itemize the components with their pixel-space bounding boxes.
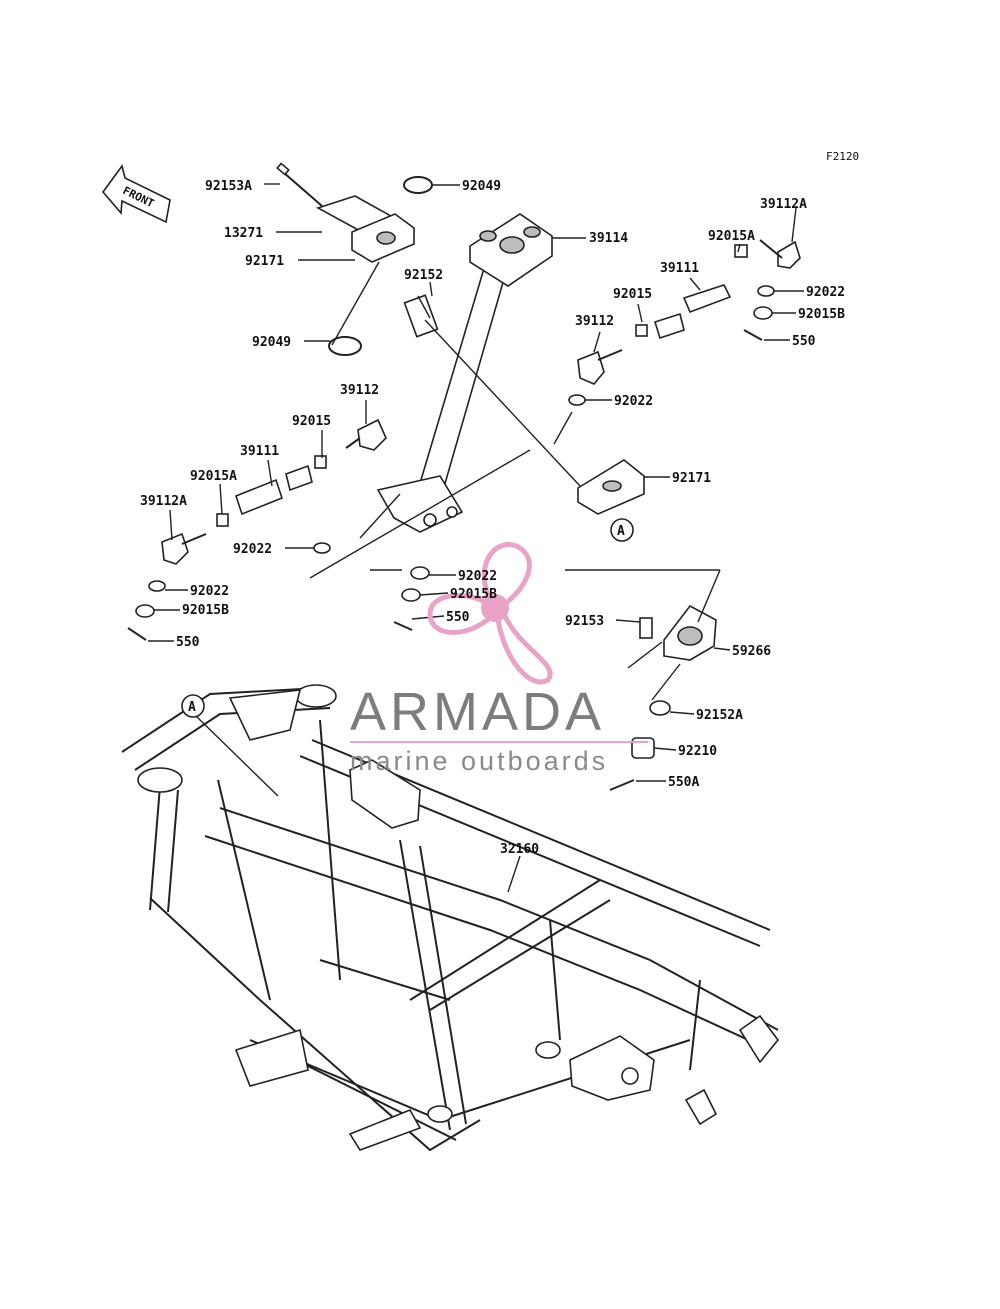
callout-a-frame: A [181, 694, 205, 718]
watermark-tagline: marine outboards [350, 746, 608, 776]
label-92015-right: 92015 [613, 287, 652, 302]
label-92049-upper: 92049 [462, 179, 501, 194]
label-92015B-center: 92015B [450, 587, 497, 602]
label-39111-right: 39111 [660, 261, 699, 276]
label-39114: 39114 [589, 231, 628, 246]
label-92022-left-2: 92022 [190, 584, 229, 599]
leader-lines [148, 183, 804, 893]
label-59266: 59266 [732, 644, 771, 659]
callout-a-top: A [610, 518, 634, 542]
label-92152A: 92152A [696, 708, 743, 723]
right-tie-rod-parts [553, 239, 801, 445]
center-small-parts [370, 566, 430, 631]
label-92049-lower: 92049 [252, 335, 291, 350]
bracket-59266-parts [565, 569, 721, 791]
label-92015B-left: 92015B [182, 603, 229, 618]
label-550-right: 550 [792, 334, 816, 349]
label-92022-right-2: 92022 [614, 394, 653, 409]
label-550A: 550A [668, 775, 699, 790]
label-92022-right-1: 92022 [806, 285, 845, 300]
propeller-logo-icon [427, 542, 553, 685]
label-92152: 92152 [404, 268, 443, 283]
armada-watermark: ARMADA marine outboards [350, 542, 648, 776]
label-39112A-right: 39112A [760, 197, 807, 212]
label-550-center: 550 [446, 610, 470, 625]
watermark-brand: ARMADA [350, 682, 605, 742]
label-92015B-right: 92015B [798, 307, 845, 322]
left-tie-rod-parts [127, 418, 531, 641]
front-arrow-icon: FRONT [101, 164, 171, 224]
callout-a-frame-label: A [188, 700, 196, 715]
label-39111-left: 39111 [240, 444, 279, 459]
label-92022-left-1: 92022 [233, 542, 272, 557]
label-92015A-left: 92015A [190, 469, 237, 484]
label-92171-lower: 92171 [672, 471, 711, 486]
label-39112-right: 39112 [575, 314, 614, 329]
label-32160: 32160 [500, 842, 539, 857]
label-92015A-right: 92015A [708, 229, 755, 244]
label-92171-upper: 92171 [245, 254, 284, 269]
label-39112-left: 39112 [340, 383, 379, 398]
label-13271: 13271 [224, 226, 263, 241]
steering-stem-parts [276, 162, 645, 533]
label-92153: 92153 [565, 614, 604, 629]
label-92015-left: 92015 [292, 414, 331, 429]
figure-code: F2120 [826, 150, 859, 163]
main-frame-32160 [121, 684, 780, 1152]
part-labels: 92153A 13271 92171 92049 92049 92152 391… [140, 179, 845, 857]
label-92153A: 92153A [205, 179, 252, 194]
label-550-left: 550 [176, 635, 200, 650]
label-92022-center: 92022 [458, 569, 497, 584]
label-92210: 92210 [678, 744, 717, 759]
callout-a-top-label: A [617, 524, 625, 539]
label-39112A-left: 39112A [140, 494, 187, 509]
